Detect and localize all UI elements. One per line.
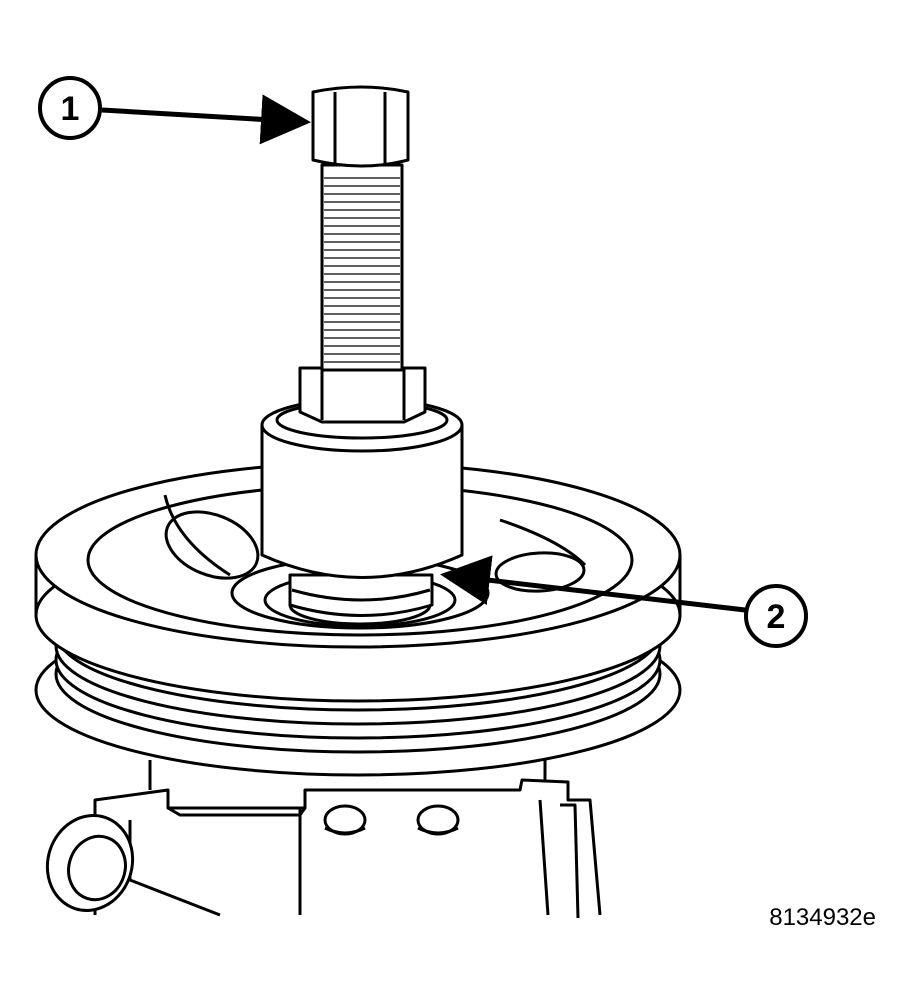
thread-lines [324, 177, 400, 363]
pump-pulley [34, 461, 682, 777]
figure-code: 8134932e [769, 904, 876, 931]
installer-tool [260, 85, 464, 617]
callout-1-leader [101, 94, 311, 145]
callout-2: 2 [440, 555, 808, 648]
callout-2-leader [440, 555, 746, 613]
pump-housing [45, 760, 602, 919]
callout-2-circle [744, 584, 808, 648]
callout-1: 1 [38, 76, 311, 145]
callout-1-label: 1 [61, 90, 80, 128]
callout-2-label: 2 [767, 598, 786, 636]
callout-1-circle [38, 76, 102, 140]
